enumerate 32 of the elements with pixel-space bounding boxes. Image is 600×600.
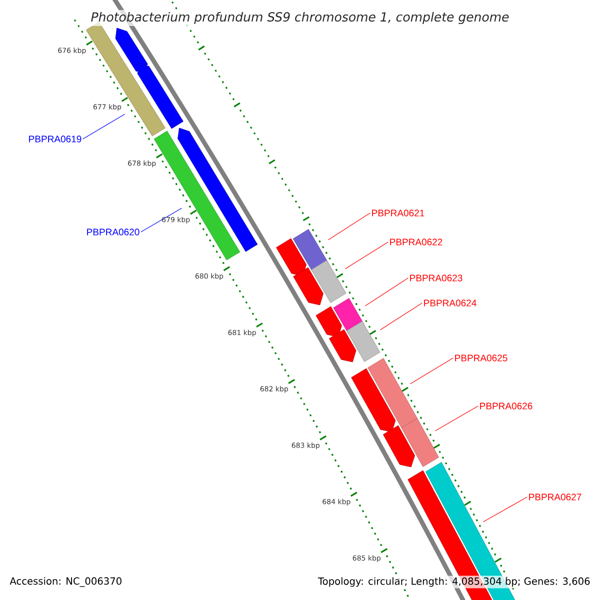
gene-feature — [383, 425, 415, 468]
gene-label: PBPRA0622 — [390, 238, 442, 246]
gene-label: PBPRA0626 — [480, 402, 532, 410]
leader-line — [82, 114, 126, 140]
genome-stats-text: Topology: circular; Length: 4,085,304 bp; Genes: 3,606 — [316, 576, 592, 588]
gene-bar — [368, 358, 418, 428]
leader-line — [434, 406, 478, 432]
accession-text: Accession: NC_006370 — [8, 576, 124, 588]
gene-feature — [178, 128, 258, 252]
gene-bar — [311, 260, 346, 303]
gene-feature — [115, 28, 148, 72]
gene-bar — [401, 418, 439, 467]
gene-label: PBPRA0620 — [87, 228, 140, 236]
gene-feature — [276, 238, 306, 276]
gene-feature — [137, 62, 184, 129]
gene-feature — [328, 329, 356, 362]
title: Photobacterium profundum SS9 chromosome 1, complete genome — [86, 10, 514, 26]
gene-label: PBPRA0625 — [455, 354, 508, 362]
leader-line — [140, 208, 182, 232]
gene-feature — [293, 267, 324, 306]
gene-label: PBPRA0623 — [410, 274, 462, 282]
leader-line — [380, 302, 422, 330]
gene-feature — [316, 306, 342, 338]
leader-line — [328, 212, 370, 240]
leader-line — [344, 242, 388, 270]
leader-line — [410, 358, 454, 384]
gene-bar — [346, 321, 380, 362]
gene-feature — [351, 368, 396, 432]
gene-label: PBPRA0619 — [29, 136, 82, 142]
gene-label: PBPRA0624 — [424, 300, 476, 306]
gene-label: PBPRA0627 — [529, 494, 582, 500]
gene-label: PBPRA0621 — [372, 210, 424, 216]
